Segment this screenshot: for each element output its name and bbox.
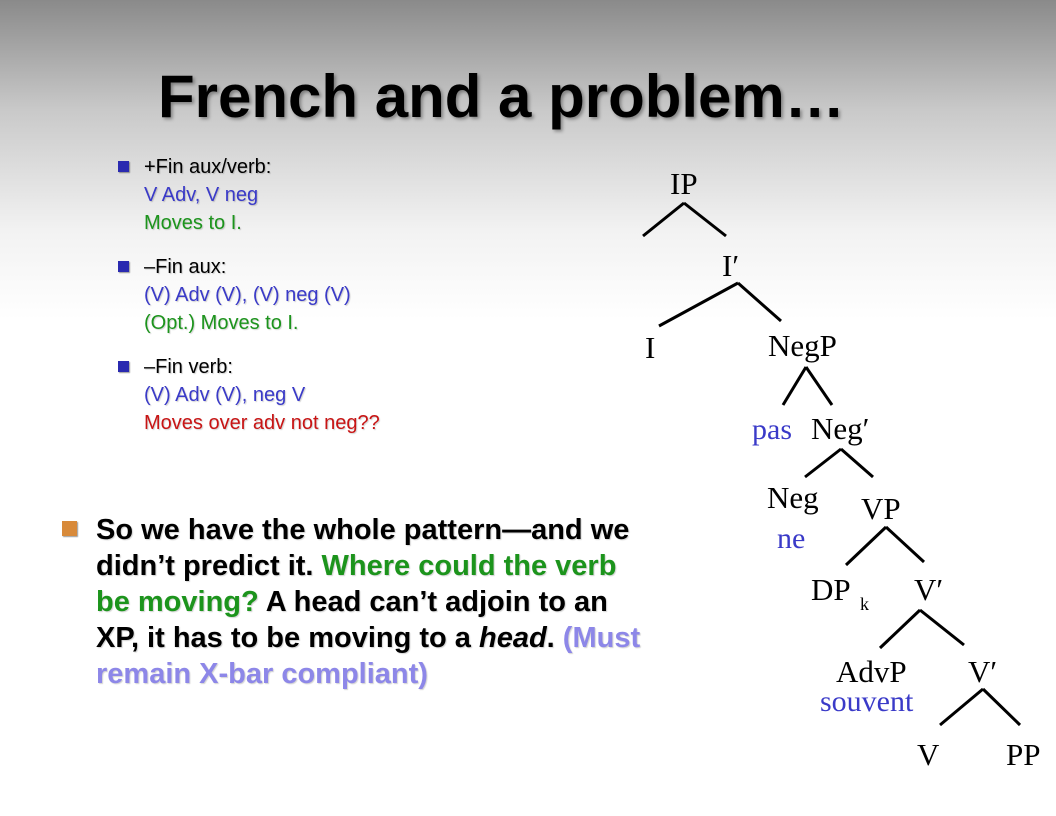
square-bullet-icon [118, 161, 129, 172]
branch-vp-dp [844, 525, 888, 567]
branch-vbar2-pp [981, 687, 1022, 727]
sub-bullet-movement: (Opt.) Moves to I. [144, 312, 299, 334]
branch-vbar-vbar [919, 608, 965, 647]
node-v: V [917, 737, 940, 772]
sub-bullet-movement: Moves over adv not neg?? [144, 412, 380, 434]
node-vbar-2: V′ [968, 654, 997, 689]
branch-negbar-vp [840, 447, 874, 479]
sub-bullet-list: +Fin aux/verb: V Adv, V neg Moves to I. … [118, 153, 538, 453]
sub-bullet-heading: –Fin verb: [144, 356, 233, 378]
branch-ip-ibar [683, 201, 727, 238]
sub-bullet-pattern: V Adv, V neg [144, 184, 259, 206]
main-bullet-sentence-4: (Must remain X-bar compliant) [96, 622, 641, 690]
node-ibar: I′ [722, 248, 739, 283]
node-pp: PP [1006, 737, 1040, 772]
square-bullet-icon [62, 521, 77, 536]
sub-bullet-heading: +Fin aux/verb: [144, 156, 272, 178]
main-bullet-sentence-2: Where could the verb be moving? [96, 550, 617, 618]
sub-bullet-heading: –Fin aux: [144, 256, 227, 278]
square-bullet-icon [118, 261, 129, 272]
branch-ibar-i [658, 281, 739, 328]
node-negp: NegP [768, 328, 837, 363]
node-ip: IP [670, 166, 698, 201]
main-bullet: So we have the whole pattern—and we didn… [62, 512, 642, 692]
square-bullet-icon [118, 361, 129, 372]
node-negbar: Neg′ [811, 411, 869, 446]
node-vp: VP [861, 491, 901, 526]
branch-ibar-negp [737, 281, 782, 323]
main-bullet-text: So we have the whole pattern—and we didn… [62, 512, 642, 692]
sub-bullet-pattern: (V) Adv (V), neg V [144, 384, 306, 406]
branch-negp-pas [781, 366, 808, 406]
sub-bullet-nonfin-aux: –Fin aux: (V) Adv (V), (V) neg (V) (Opt.… [118, 253, 538, 337]
main-bullet-italic: head [478, 622, 547, 654]
node-neg: Neg [767, 480, 819, 515]
slide-title: French and a problem… [158, 63, 845, 130]
sub-bullet-movement: Moves to I. [144, 212, 242, 234]
node-advp: AdvP [836, 654, 907, 689]
main-bullet-sentence-1: So we have the whole pattern—and we didn… [96, 514, 630, 582]
node-vbar-1: V′ [914, 572, 943, 607]
branch-negbar-neg [804, 447, 842, 479]
main-bullet-sentence-3-end: . [546, 622, 563, 654]
branch-negp-negbar [804, 366, 834, 406]
sub-bullet-nonfin-verb: –Fin verb: (V) Adv (V), neg V Moves over… [118, 353, 538, 437]
branch-vbar2-v [939, 687, 984, 727]
node-souvent: souvent [820, 685, 914, 718]
node-dp: DP [811, 572, 851, 607]
branch-ip-left [642, 201, 685, 238]
node-ne: ne [777, 522, 805, 555]
branch-vbar-advp [878, 608, 922, 650]
node-i: I [645, 330, 655, 365]
node-pas: pas [752, 413, 792, 446]
main-bullet-sentence-3: A head can’t adjoin to an XP, it has to … [96, 586, 608, 654]
node-dp-subscript: k [860, 594, 869, 614]
sub-bullet-pattern: (V) Adv (V), (V) neg (V) [144, 284, 351, 306]
branch-vp-vbar [884, 525, 926, 564]
sub-bullet-fin-aux-verb: +Fin aux/verb: V Adv, V neg Moves to I. [118, 153, 538, 237]
